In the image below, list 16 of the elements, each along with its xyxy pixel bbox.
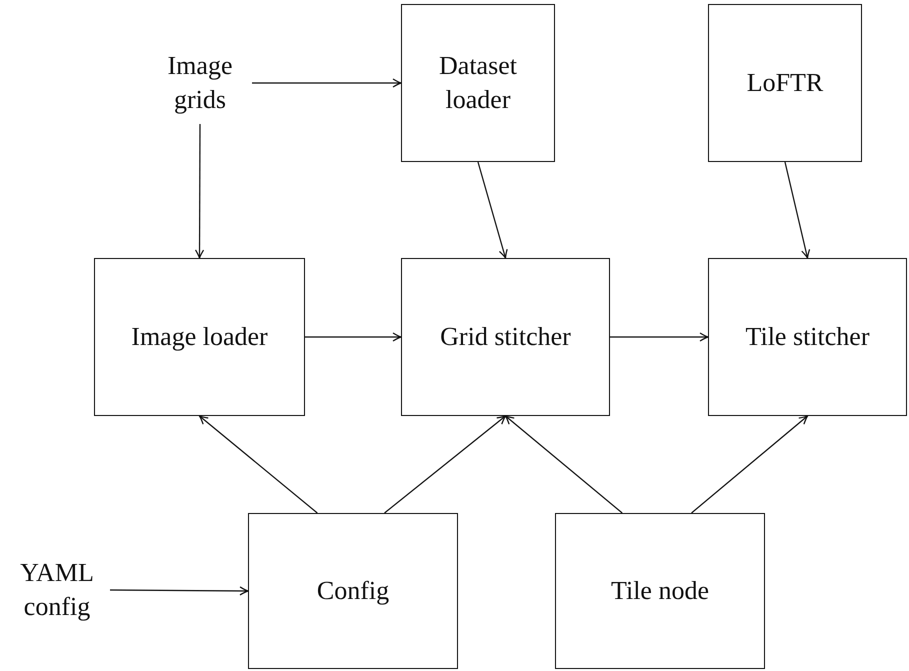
input-label: Image grids <box>166 50 234 116</box>
process-box <box>708 4 862 162</box>
process-box <box>555 513 765 669</box>
box-label: LoFTR <box>746 67 824 100</box>
process-box <box>401 4 555 162</box>
box-label: Config <box>316 575 390 608</box>
process-box <box>708 258 907 416</box>
process-box <box>401 258 610 416</box>
box-label: Tile stitcher <box>746 321 870 354</box>
process-box <box>94 258 305 416</box>
process-box <box>248 513 458 669</box>
input-label: YAML config <box>19 557 95 623</box>
box-label: Tile node <box>611 575 709 608</box>
box-label: Dataset loader <box>438 50 518 116</box>
box-label: Grid stitcher <box>440 321 571 354</box>
box-label: Image loader <box>131 321 268 354</box>
